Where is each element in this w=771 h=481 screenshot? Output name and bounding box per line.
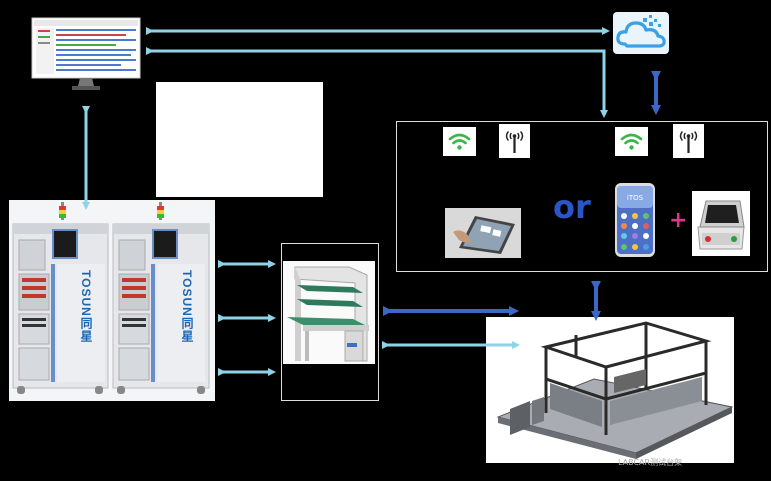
test-cabinets (9, 200, 215, 401)
monitor-icon (30, 16, 142, 94)
wireless-devices-frame (396, 121, 768, 272)
cloud-icon (613, 12, 669, 54)
placeholder-box (156, 82, 323, 197)
labcar-bench-image (486, 317, 734, 463)
antenna-icon (499, 124, 530, 158)
smartphone-icon: iTOS (614, 182, 656, 258)
workbench-image (283, 261, 375, 364)
tablet-icon (445, 208, 521, 258)
wifi-icon-2 (615, 127, 648, 156)
shield-box-icon (692, 191, 750, 256)
antenna-icon-2 (673, 124, 704, 158)
cabinet-brand-label-2: TOSUN同星 (180, 270, 194, 343)
plus-label: + (669, 208, 688, 233)
workbench-frame (281, 243, 379, 401)
wifi-icon (443, 127, 476, 156)
labcar-caption: LABCAR测试台架 (618, 458, 683, 467)
cabinet-brand-label-1: TOSUN同星 (79, 270, 93, 343)
or-label: or (553, 188, 591, 226)
svg-text:iTOS: iTOS (627, 194, 644, 202)
